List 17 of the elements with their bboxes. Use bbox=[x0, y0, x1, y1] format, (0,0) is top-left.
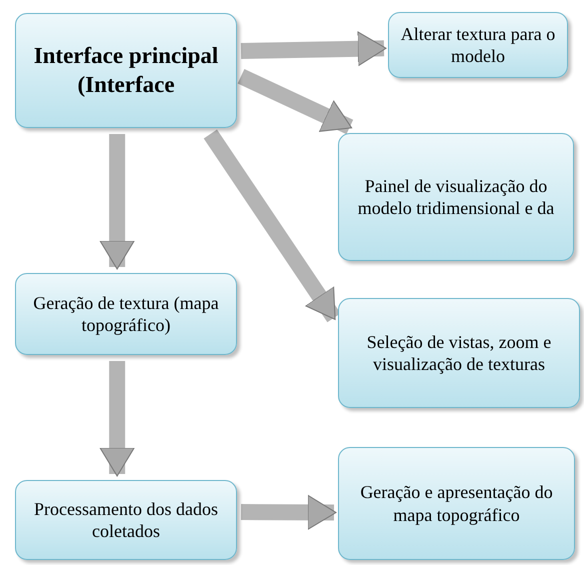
block-arrow bbox=[100, 134, 135, 270]
process-box bbox=[388, 12, 568, 78]
block-arrow bbox=[240, 494, 336, 530]
box-text: Painel de visualização do modelo tridimensional e da bbox=[356, 174, 556, 220]
box-text: Seleção de vistas, zoom e visualização de texturas bbox=[366, 330, 552, 376]
box-text: Geração de textura (mapa topográfico) bbox=[32, 292, 220, 336]
block-arrow bbox=[240, 31, 386, 66]
box-text: Geração e apresentação do mapa topográfico bbox=[359, 481, 554, 526]
box-text: Alterar textura para o modelo bbox=[400, 22, 556, 68]
process-box bbox=[338, 133, 574, 261]
box-text: Interface principal (Interface bbox=[32, 42, 220, 99]
process-box bbox=[15, 480, 237, 560]
process-box bbox=[15, 273, 237, 355]
process-box bbox=[15, 13, 237, 128]
process-box bbox=[338, 447, 575, 560]
process-box bbox=[338, 298, 580, 408]
box-text: Processamento dos dados coletados bbox=[33, 498, 219, 542]
